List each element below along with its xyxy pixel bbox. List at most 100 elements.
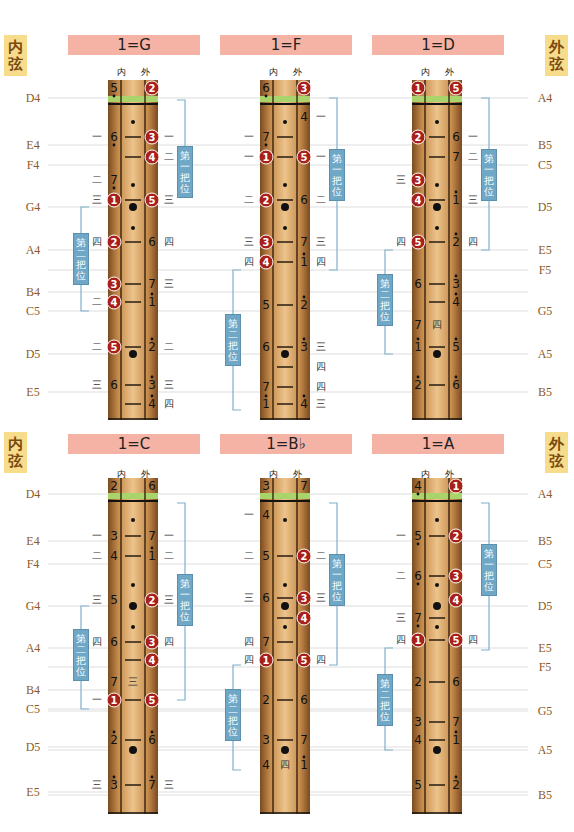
finger-number: 二 [164,551,174,561]
neck-dot [433,602,441,610]
neck-dot [281,203,289,211]
note-number: 4 [414,480,422,492]
node-text: 2 [146,594,159,607]
position-box: 第二把位 [377,274,393,326]
node-text: 第一把位 [484,153,494,197]
pitch-name: F5 [539,661,552,673]
octave-dot [455,376,458,379]
note-number: 6 [300,694,308,706]
note-number: 1 [300,759,308,771]
finger-number: 三 [316,342,326,352]
node-text: 第一把位 [484,548,494,592]
fret-mark [429,384,445,385]
node-text: 1=B♭ [220,434,352,454]
node-text: 3 [298,592,311,605]
pitch-name: E5 [26,786,39,798]
neck-dot [281,350,289,358]
fret-mark [277,156,293,157]
finger-number: 三 [92,380,102,390]
octave-dot [151,338,154,341]
erhu-neck [81,80,185,420]
note-number: 4 [452,296,460,308]
node-text: 1 [260,151,273,164]
octave-dot [265,395,268,398]
node-text: 第二把位 [228,693,238,737]
note-number: 6 [300,194,308,206]
fingering-circle: 2 [107,235,122,250]
key-title-band: 1=B♭ [220,434,352,454]
finger-number: 四 [468,635,478,645]
fret-mark [277,346,293,347]
note-number: 6 [148,480,156,492]
fret-mark [277,261,293,262]
octave-dot [417,625,420,628]
string-line [120,478,121,814]
octave-dot [265,144,268,147]
finger-number: 一 [92,531,102,541]
node-text: 3 [146,636,159,649]
fret-mark [277,199,293,200]
fret-mark [277,659,293,660]
note-number: 6 [414,570,422,582]
fret-mark [429,535,445,536]
neck-dot [283,625,287,629]
pitch-name: D5 [26,741,41,753]
position-box: 第二把位 [225,689,241,741]
fret-mark [429,199,445,200]
string-line [448,478,449,814]
fingering-circle: 3 [145,130,160,145]
neck-dot [283,583,287,587]
node-text: 4 [412,194,425,207]
note-number: 7 [452,716,460,728]
octave-dot [265,95,268,98]
fret-mark [125,283,141,284]
pitch-name: A4 [26,244,41,256]
octave-dot [113,187,116,190]
string-label: 外弦 [545,35,568,76]
note-number: 7 [110,676,118,688]
note-number: 2 [452,236,460,248]
fingering-circle: 5 [145,193,160,208]
key-title-band: 1=D [372,35,504,55]
octave-dot [417,493,420,496]
node-text: 4 [298,612,311,625]
finger-number: 二 [164,152,174,162]
finger-number: 二 [92,175,102,185]
string-line [272,80,273,420]
neck-dot [435,226,439,230]
neck-dot [131,625,135,629]
finger-number: 二 [316,195,326,205]
note-number: 6 [110,379,118,391]
fret-mark [429,784,445,785]
neck-dot [435,518,439,522]
note-number: 5 [414,530,422,542]
octave-dot [113,95,116,98]
node-text: 1 [450,480,463,493]
fret-mark [429,617,445,618]
neck-dot [435,583,439,587]
finger-number: 二 [244,551,254,561]
note-number: 2 [414,676,422,688]
finger-number: 二 [164,342,174,352]
neck-dot [131,120,135,124]
erhu-neck [385,80,489,420]
nut-band [412,493,462,499]
note-number: 6 [262,592,270,604]
finger-number: 二 [92,297,102,307]
string-name: 外 [141,68,150,77]
finger-number: 三 [244,237,254,247]
note-number: 4 [110,550,118,562]
neck-dot [129,350,137,358]
fingering-circle: 2 [259,193,274,208]
erhu-neck [233,478,337,814]
finger-number: 二 [92,551,102,561]
fingering-circle: 3 [145,635,160,650]
finger-number: 一 [244,510,254,520]
string-line [296,80,297,420]
fingering-circle: 2 [297,549,312,564]
fingering-circle: 5 [297,653,312,668]
string-line [448,80,449,420]
fingering-circle: 4 [411,193,426,208]
pitch-name: B5 [538,789,552,801]
octave-dot [151,395,154,398]
